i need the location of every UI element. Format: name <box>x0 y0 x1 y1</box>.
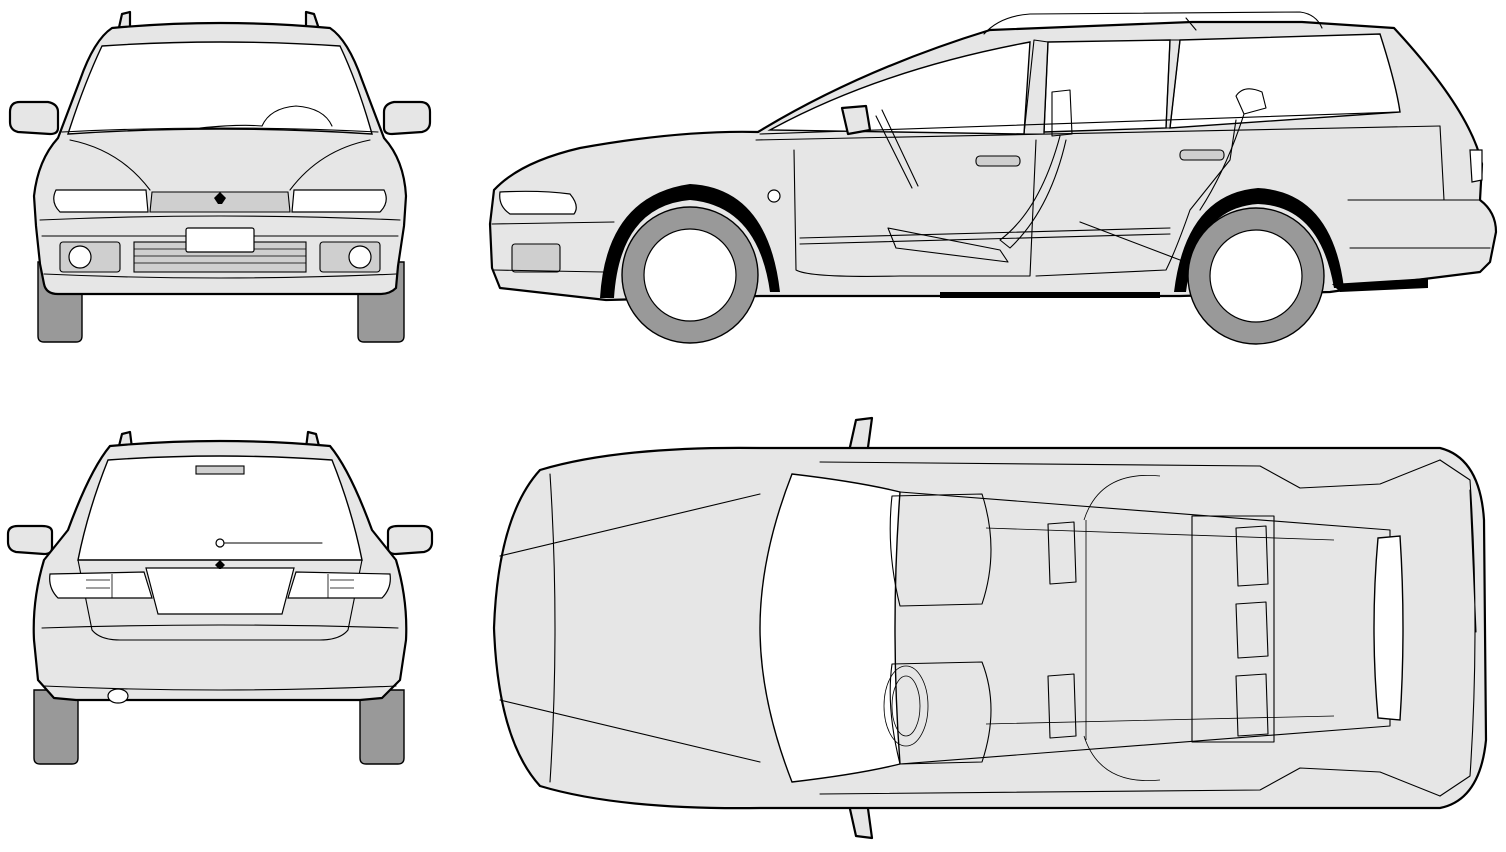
top-steering-hub <box>891 675 921 737</box>
top-front-seat-left <box>889 493 1077 607</box>
rear-wiper-pivot <box>215 538 225 548</box>
top-front-seat-right <box>889 661 1077 765</box>
side-front-rim <box>643 228 737 322</box>
front-headlight-left <box>53 189 149 213</box>
rear-tailgate <box>77 559 363 641</box>
front-mirror-right <box>382 100 432 136</box>
top-cabin-lines <box>985 474 1335 782</box>
top-body <box>492 446 1488 810</box>
side-fog-housing <box>511 243 561 273</box>
rear-plate-recess <box>145 567 295 615</box>
rear-badge <box>215 560 225 569</box>
side-roof-rail <box>983 11 1323 35</box>
front-mirror-left <box>8 100 60 136</box>
side-mirror <box>840 104 872 136</box>
rear-tail-lamp-right <box>287 571 391 599</box>
side-view <box>488 11 1498 345</box>
front-fog-lamp-left <box>68 245 92 269</box>
rear-mirror-right <box>386 524 434 556</box>
side-rear-bumper <box>1347 125 1491 249</box>
front-valance <box>43 273 397 279</box>
side-front-window <box>767 41 1031 135</box>
side-sill-line <box>799 227 1171 245</box>
side-steering-column <box>875 109 919 189</box>
side-headlight <box>499 190 577 215</box>
top-side-glass-left <box>819 459 1441 489</box>
side-front-door-cut <box>793 139 1037 277</box>
side-quarter-window <box>1169 33 1401 129</box>
side-rear-door-window <box>1043 39 1171 133</box>
side-tail-lamp <box>1469 149 1483 183</box>
side-rear-seat <box>1199 88 1267 211</box>
top-side-glass-right <box>819 767 1441 797</box>
top-rear-lines <box>1439 459 1477 797</box>
side-rear-door-handle <box>1179 149 1225 161</box>
side-underbody <box>940 278 1428 298</box>
rear-right-tyre <box>359 689 405 765</box>
side-front-wheel-arch <box>600 184 780 298</box>
top-rear-window <box>1373 535 1404 721</box>
front-fog-lamp-right <box>348 245 372 269</box>
rear-brake-light <box>195 465 245 475</box>
rear-exhaust <box>107 688 129 704</box>
top-view <box>492 416 1488 840</box>
front-badge <box>214 192 226 204</box>
front-steering-wheel <box>261 105 333 127</box>
front-wiper <box>199 124 263 129</box>
front-windshield <box>67 41 373 135</box>
front-license-plate <box>185 227 255 253</box>
side-floor-lines <box>887 221 1181 263</box>
side-bumper-lines <box>491 221 615 273</box>
top-hood-crease <box>499 473 761 783</box>
side-c-pillar <box>1165 39 1181 129</box>
top-steering-wheel <box>883 665 929 747</box>
top-windshield <box>759 473 901 783</box>
front-hood-crease <box>61 127 379 191</box>
side-rear-wheel-arch <box>1174 188 1344 292</box>
rear-bumper <box>41 624 399 691</box>
side-front-seat <box>999 89 1073 249</box>
rear-view <box>6 430 434 765</box>
side-front-door-handle <box>975 155 1021 167</box>
side-rear-rim <box>1209 229 1303 323</box>
front-view <box>8 10 432 343</box>
rear-mirror-left <box>6 524 54 556</box>
rear-left-tyre <box>33 689 79 765</box>
front-headlight-right <box>291 189 387 213</box>
rear-window <box>77 455 363 561</box>
side-indicator <box>767 189 781 203</box>
top-rear-bench <box>1191 515 1275 743</box>
rear-tail-lamp-left <box>49 571 153 599</box>
rear-tail-lamp-detail <box>86 574 354 598</box>
side-rear-door-cut <box>1035 119 1237 277</box>
